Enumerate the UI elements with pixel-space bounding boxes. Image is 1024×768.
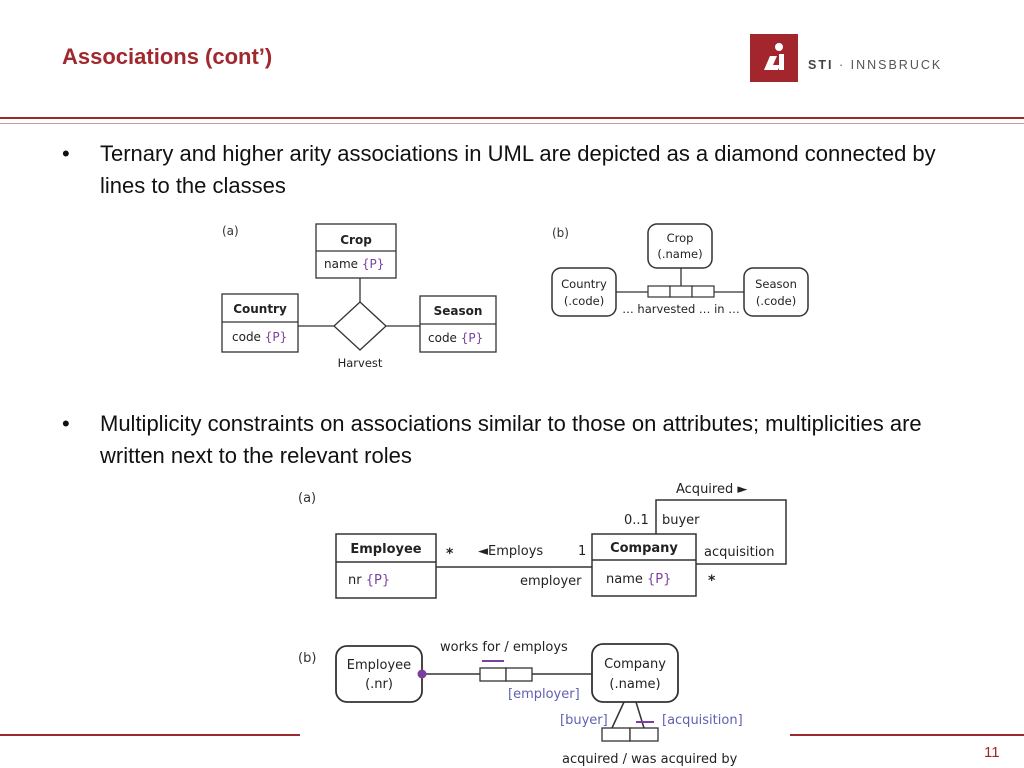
role-name: [employer] <box>508 687 580 702</box>
role-name: employer <box>520 574 582 589</box>
bullet-text: Ternary and higher arity associations in… <box>100 141 936 198</box>
figure-tag: (b) <box>298 651 316 666</box>
attribute-name: name <box>606 572 643 587</box>
class-name: Employee <box>350 542 421 557</box>
object-ref: (.nr) <box>365 677 393 692</box>
bullet-text: Multiplicity constraints on associations… <box>100 411 922 468</box>
footer-rule <box>790 734 1024 736</box>
object-name: Season <box>755 277 797 291</box>
role-box <box>647 285 671 298</box>
logo-name: INNSBRUCK <box>850 58 943 72</box>
role-box <box>691 285 715 298</box>
figure-tag: (b) <box>552 226 569 240</box>
company-class <box>591 533 697 597</box>
figure-tag: (a) <box>222 224 239 238</box>
header-rule-thin <box>0 123 1024 124</box>
key-marker: {P} <box>265 330 288 344</box>
season-object <box>743 267 809 317</box>
attribute-name: nr <box>348 573 362 588</box>
role-box <box>601 727 631 742</box>
object-ref: (.name) <box>657 247 702 261</box>
bullet-marker: • <box>62 411 70 436</box>
header-rule <box>0 117 1024 119</box>
multiplicity-orm-diagram: (b) Employee (.nr) Company (.name) works… <box>298 640 743 767</box>
crop-object <box>647 223 713 269</box>
svg-text:name {P}: name {P} <box>324 257 384 271</box>
predicate-reading: … harvested … in … <box>622 302 739 316</box>
object-name: Employee <box>347 658 411 673</box>
mandatory-dot <box>417 669 427 679</box>
sti-logo-icon <box>750 34 798 82</box>
key-marker: {P} <box>647 572 671 587</box>
svg-text:name {P}: name {P} <box>606 572 671 587</box>
multiplicity: 1 <box>578 544 586 559</box>
footer-rule <box>0 734 300 736</box>
svg-text:code {P}: code {P} <box>428 331 483 345</box>
logo-brand: STI <box>808 58 834 72</box>
role-name: acquisition <box>704 545 775 560</box>
employee-object <box>335 645 423 703</box>
key-marker: {P} <box>362 257 385 271</box>
sti-innsbruck-logo: STI · INNSBRUCK <box>750 34 970 84</box>
multiplicity: 0..1 <box>624 513 649 528</box>
attribute-name: name <box>324 257 358 271</box>
bullet-marker: • <box>62 141 70 166</box>
employee-class <box>335 533 437 599</box>
svg-text:nr {P}: nr {P} <box>348 573 390 588</box>
acquired-association <box>655 499 787 565</box>
multiplicity-uml-diagram: (a) Employee nr {P} Company name {P} * ◄… <box>298 482 787 599</box>
object-ref: (.name) <box>609 677 660 692</box>
company-object <box>591 643 679 703</box>
object-name: Crop <box>667 231 694 245</box>
role-name: buyer <box>662 513 700 528</box>
logo-text: STI · INNSBRUCK <box>808 58 942 72</box>
object-ref: (.code) <box>564 294 604 308</box>
logo-separator: · <box>838 58 846 72</box>
object-ref: (.code) <box>756 294 796 308</box>
slide-title: Associations (cont’) <box>62 44 273 69</box>
role-box <box>629 727 659 742</box>
object-name: Country <box>561 277 607 291</box>
page-number: 11 <box>984 744 1000 761</box>
ternary-er-diagram: (a) Crop name {P} Country code {P} Seaso… <box>221 223 497 370</box>
association-diamond <box>333 301 387 351</box>
multiplicity: * <box>708 573 716 589</box>
entity-name: Crop <box>340 233 372 247</box>
country-object <box>551 267 617 317</box>
association-name: ◄Employs <box>478 544 543 559</box>
predicate-reading: works for / employs <box>440 640 568 655</box>
association-label: Harvest <box>338 356 383 370</box>
role-box <box>479 667 507 682</box>
object-name: Company <box>604 657 666 672</box>
association-name: Acquired ► <box>676 482 747 497</box>
class-name: Company <box>610 541 678 556</box>
country-entity <box>221 293 299 353</box>
role-box <box>505 667 533 682</box>
entity-name: Country <box>233 302 287 316</box>
role-name: [acquisition] <box>662 713 743 728</box>
multiplicity: * <box>446 546 454 562</box>
figure-tag: (a) <box>298 491 316 506</box>
role-box <box>669 285 693 298</box>
predicate-reading: acquired / was acquired by <box>562 752 738 767</box>
ternary-orm-diagram: (b) Crop (.name) Country (.code) Season … <box>551 223 809 317</box>
role-name: [buyer] <box>560 713 608 728</box>
svg-text:code {P}: code {P} <box>232 330 287 344</box>
attribute-name: code <box>232 330 261 344</box>
key-marker: {P} <box>461 331 484 345</box>
key-marker: {P} <box>366 573 390 588</box>
attribute-name: code <box>428 331 457 345</box>
entity-name: Season <box>434 304 483 318</box>
